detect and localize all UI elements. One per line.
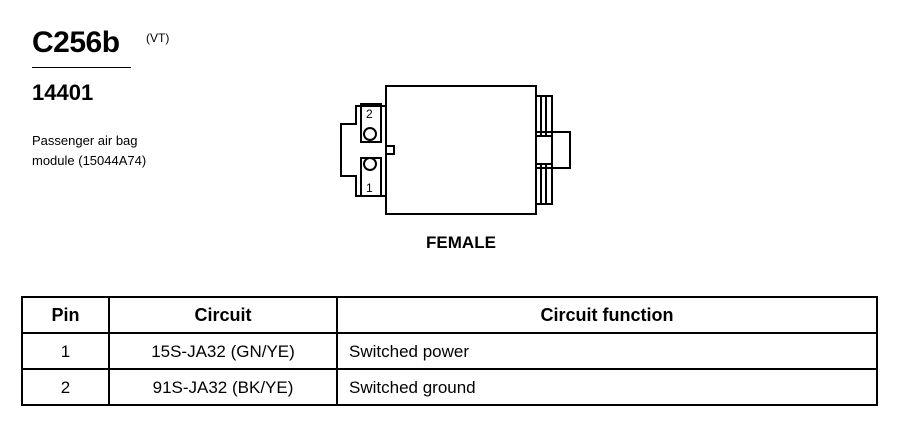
function-cell: Switched ground xyxy=(336,368,878,406)
connector-face-diagram: 2 1 xyxy=(340,85,571,215)
terminal-2 xyxy=(363,127,377,141)
circuit-cell: 91S-JA32 (BK/YE) xyxy=(108,368,338,406)
pin-label-1: 1 xyxy=(366,181,373,195)
title-divider xyxy=(32,67,131,68)
column-header-function: Circuit function xyxy=(336,296,878,334)
description-line-1: Passenger air bag xyxy=(32,133,138,148)
latch-notch xyxy=(386,145,395,155)
function-cell: Switched power xyxy=(336,332,878,370)
terminal-1 xyxy=(363,157,377,171)
variant-tag: (VT) xyxy=(146,31,170,45)
column-header-pin: Pin xyxy=(21,296,110,334)
circuit-cell: 15S-JA32 (GN/YE) xyxy=(108,332,338,370)
component-description: Passenger air bag module (15044A74) xyxy=(32,131,232,171)
rib-block-top xyxy=(535,95,553,137)
table-row: 2 91S-JA32 (BK/YE) Switched ground xyxy=(21,368,878,406)
description-line-2: module (15044A74) xyxy=(32,153,147,168)
table-row: 1 15S-JA32 (GN/YE) Switched power xyxy=(21,332,878,370)
connector-id: C256b xyxy=(32,26,120,59)
connector-housing xyxy=(385,85,537,215)
pin-number-cell: 2 xyxy=(21,368,110,406)
table-header-row: Pin Circuit Circuit function xyxy=(21,296,878,334)
pin-number-cell: 1 xyxy=(21,332,110,370)
pin-label-2: 2 xyxy=(366,107,373,121)
pinout-table: Pin Circuit Circuit function 1 15S-JA32 … xyxy=(21,296,878,406)
pin-cavity-2 xyxy=(360,103,382,143)
column-header-circuit: Circuit xyxy=(108,296,338,334)
part-number: 14401 xyxy=(32,80,94,105)
locking-tab xyxy=(536,131,571,169)
rib-block-bottom xyxy=(535,163,553,205)
connector-gender-label: FEMALE xyxy=(426,233,496,252)
connector-latch xyxy=(340,105,386,197)
